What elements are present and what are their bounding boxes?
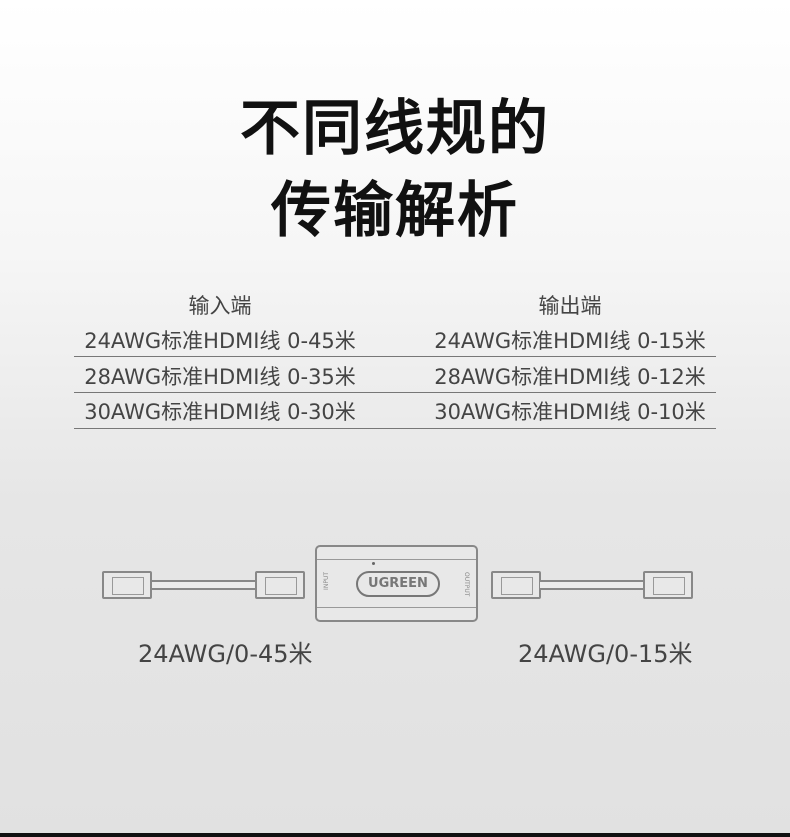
table-cell: 28AWG标准HDMI线 0-12米	[434, 365, 706, 389]
output-label: OUTPUT	[463, 572, 470, 597]
left-cable-label: 24AWG/0-45米	[138, 640, 313, 668]
header-output: 输出端	[538, 294, 602, 318]
table-cell: 30AWG标准HDMI线 0-30米	[84, 400, 356, 424]
divider	[74, 392, 716, 393]
cable-icon	[540, 580, 643, 590]
title-line-2: 传输解析	[271, 176, 519, 246]
title-line-1: 不同线规的	[240, 94, 550, 164]
table-cell: 28AWG标准HDMI线 0-35米	[84, 365, 356, 389]
hdmi-connector-icon	[255, 571, 305, 599]
table-cell: 30AWG标准HDMI线 0-10米	[434, 400, 706, 424]
input-label: INPUT	[323, 572, 330, 590]
header-input: 输入端	[188, 294, 252, 318]
hdmi-connector-icon	[643, 571, 693, 599]
cable-icon	[152, 580, 255, 590]
divider	[74, 428, 716, 429]
table-cell: 24AWG标准HDMI线 0-15米	[434, 329, 706, 353]
divider	[74, 356, 716, 357]
hdmi-connector-icon	[491, 571, 541, 599]
hdmi-extender-device: INPUT UGREEN OUTPUT	[315, 545, 478, 622]
table-cell: 24AWG标准HDMI线 0-45米	[84, 329, 356, 353]
hdmi-connector-icon	[102, 571, 152, 599]
right-cable-label: 24AWG/0-15米	[518, 640, 693, 668]
brand-logo: UGREEN	[356, 571, 440, 597]
bottom-bar	[0, 833, 790, 837]
